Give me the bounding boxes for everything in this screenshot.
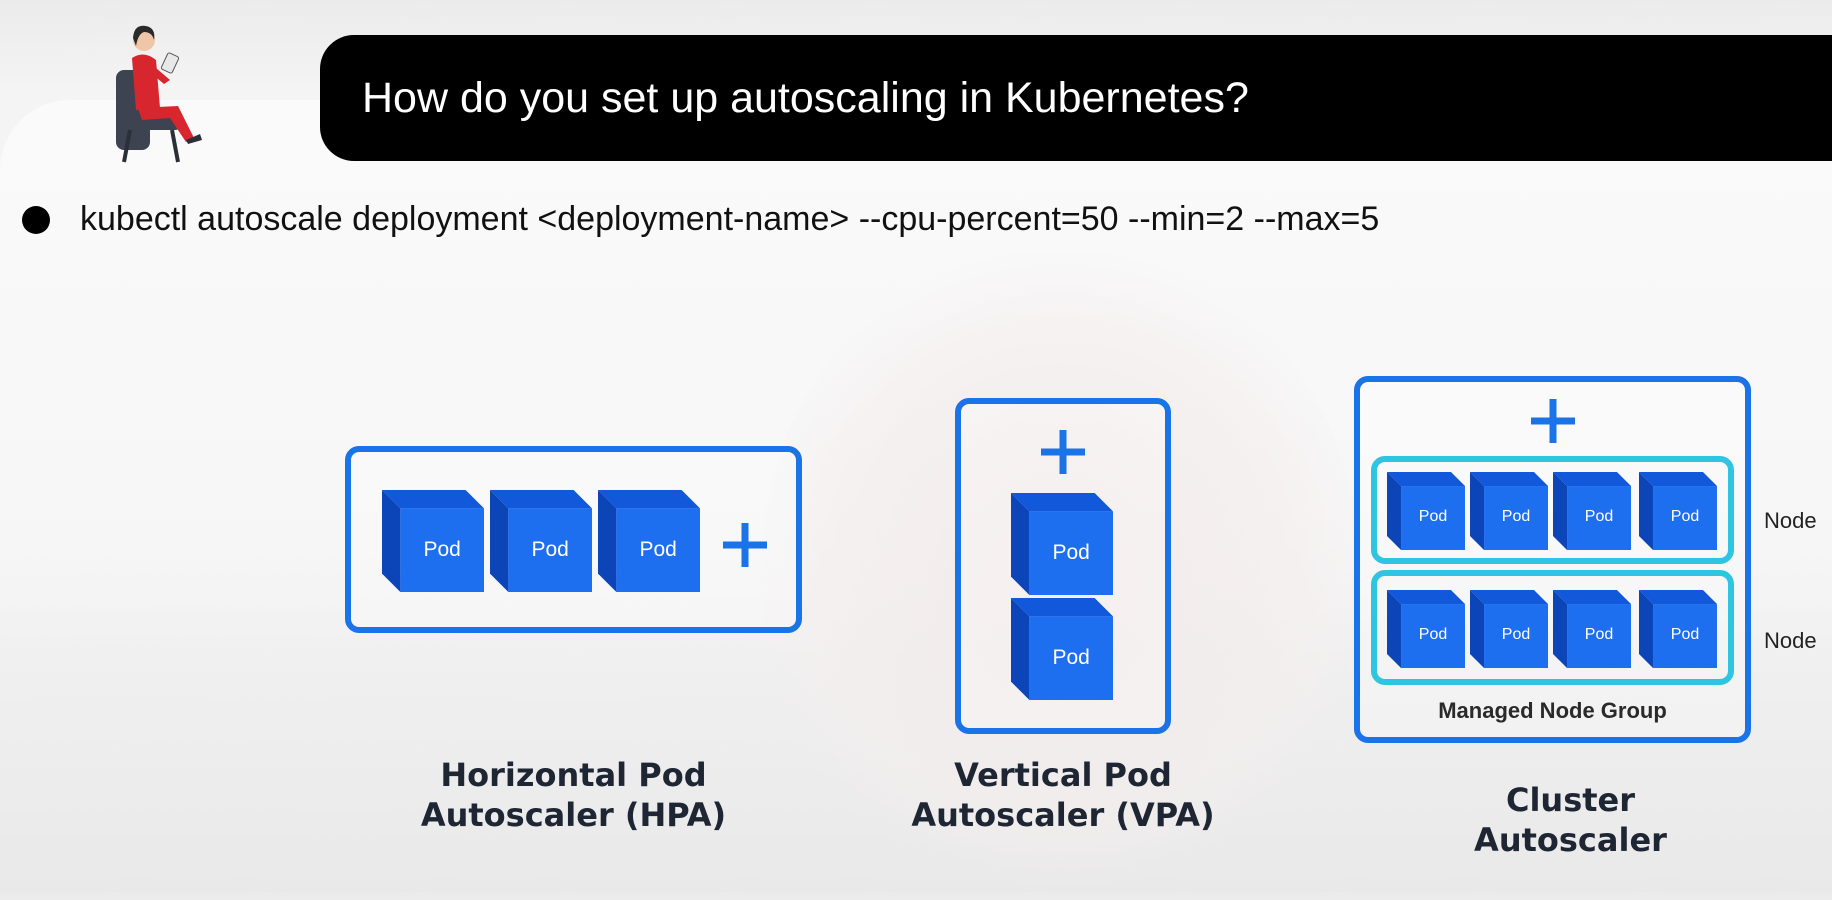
cluster-node1-pod-4: Pod [1639, 472, 1717, 550]
node-label-2: Node [1764, 628, 1817, 653]
node-frame-2 [1371, 570, 1734, 685]
hpa-caption: Horizontal Pod Autoscaler (HPA) [345, 755, 802, 835]
title-bar: How do you set up autoscaling in Kuberne… [320, 35, 1832, 161]
cluster-caption: Cluster Autoscaler [1354, 780, 1787, 860]
bullet-icon [22, 205, 50, 234]
pod-label: Pod [1501, 508, 1531, 526]
cluster-node2-pod-3: Pod [1553, 590, 1631, 668]
cluster-node1-pod-1: Pod [1387, 472, 1465, 550]
hpa-plus-icon [723, 523, 767, 567]
pod-label: Pod [1584, 508, 1614, 526]
managed-node-group-label: Managed Node Group [1438, 698, 1667, 723]
pod-cube-icon [1553, 590, 1631, 668]
cluster-node2-pod-4: Pod [1639, 590, 1717, 668]
presenter-illustration-icon [116, 25, 202, 163]
pod-label: Pod [1670, 508, 1700, 526]
hpa-caption-line1: Horizontal Pod [440, 756, 707, 794]
pod-label: Pod [1052, 540, 1090, 564]
node-frame-1 [1371, 456, 1734, 564]
page-title: How do you set up autoscaling in Kuberne… [362, 73, 1249, 122]
cluster-plus-icon [1531, 399, 1575, 443]
cluster-node2-pod-2: Pod [1470, 590, 1548, 668]
pod-label: Pod [423, 537, 461, 561]
pod-label: Pod [1052, 645, 1090, 669]
pod-cube-icon [1011, 493, 1113, 595]
pod-label: Pod [1418, 508, 1448, 526]
cluster-node1-pod-3: Pod [1553, 472, 1631, 550]
pod-cube-icon [1639, 590, 1717, 668]
pod-cube-icon [1387, 590, 1465, 668]
pod-cube-icon [598, 490, 700, 592]
pod-label: Pod [1501, 626, 1531, 644]
pod-label: Pod [1670, 626, 1700, 644]
hpa-pod-1: Pod [382, 490, 484, 592]
hpa-pod-2: Pod [490, 490, 592, 592]
cluster-node1-pod-2: Pod [1470, 472, 1548, 550]
command-bullet: kubectl autoscale deployment <deployment… [22, 200, 1379, 239]
cluster-caption-line2: Autoscaler [1474, 821, 1667, 859]
pod-label: Pod [1584, 626, 1614, 644]
hpa-pod-3: Pod [598, 490, 700, 592]
pod-label: Pod [1418, 626, 1448, 644]
pod-cube-icon [1011, 598, 1113, 700]
vpa-pod-2: Pod [1011, 598, 1113, 700]
pod-cube-icon [1553, 472, 1631, 550]
pod-cube-icon [1470, 472, 1548, 550]
node-label-1: Node [1764, 508, 1817, 533]
pod-cube-icon [1387, 472, 1465, 550]
vpa-caption-line2: Autoscaler (VPA) [911, 796, 1215, 834]
pod-cube-icon [1639, 472, 1717, 550]
pod-cube-icon [382, 490, 484, 592]
pod-cube-icon [1470, 590, 1548, 668]
vpa-caption: Vertical Pod Autoscaler (VPA) [900, 755, 1226, 835]
command-text: kubectl autoscale deployment <deployment… [80, 200, 1380, 238]
vpa-plus-icon [1041, 430, 1085, 474]
pod-cube-icon [490, 490, 592, 592]
cluster-caption-line1: Cluster [1505, 781, 1636, 819]
vpa-pod-1: Pod [1011, 493, 1113, 595]
hpa-caption-line2: Autoscaler (HPA) [420, 796, 727, 834]
pod-label: Pod [639, 537, 677, 561]
pod-label: Pod [531, 537, 569, 561]
vpa-caption-line1: Vertical Pod [954, 756, 1172, 794]
cluster-node2-pod-1: Pod [1387, 590, 1465, 668]
